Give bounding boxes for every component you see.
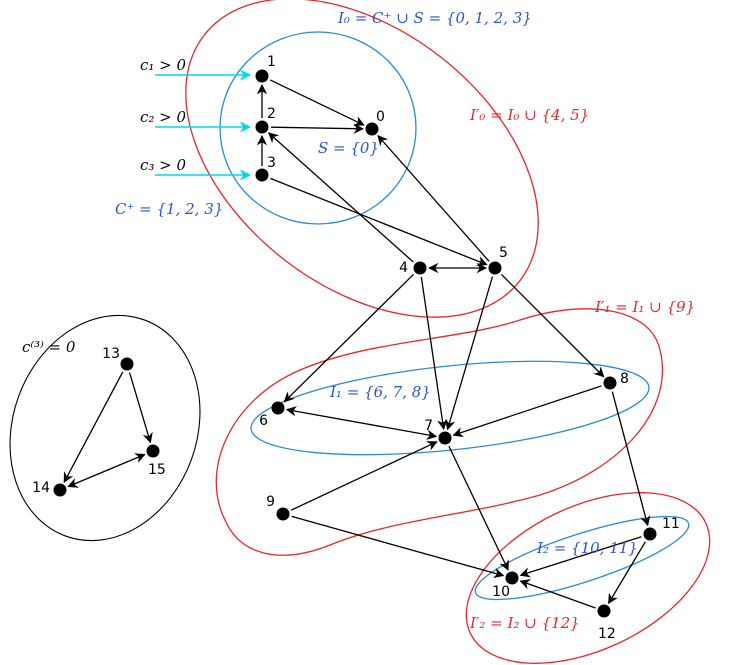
i0-region bbox=[219, 31, 417, 225]
edge-1-0 bbox=[269, 79, 365, 126]
annotation-i1-prime: I′₁ = I₁ ∪ {9} bbox=[594, 298, 695, 316]
node-label-2: 2 bbox=[267, 106, 276, 122]
node-label-11: 11 bbox=[662, 516, 680, 532]
node-label-8: 8 bbox=[620, 371, 629, 387]
edge-9-7 bbox=[290, 441, 438, 511]
edge-13-15 bbox=[128, 372, 153, 444]
node-0 bbox=[365, 122, 379, 136]
annotation-c-plus: C⁺ = {1, 2, 3} bbox=[115, 200, 223, 218]
edge-4-2 bbox=[267, 132, 414, 263]
node-label-0: 0 bbox=[376, 109, 385, 125]
edge-5-0 bbox=[377, 134, 490, 262]
node-11 bbox=[643, 527, 657, 541]
node-13 bbox=[120, 357, 134, 371]
input-label-c2: c₂ > 0 bbox=[140, 108, 187, 126]
i2-region bbox=[474, 515, 690, 601]
input-label-c1: c₁ > 0 bbox=[140, 56, 187, 74]
edges bbox=[63, 79, 651, 609]
component-13-15-region bbox=[9, 314, 201, 542]
node-label-4: 4 bbox=[399, 260, 408, 276]
annotations: I₀ = C⁺ ∪ S = {0, 1, 2, 3} I′₀ = I₀ ∪ {4… bbox=[22, 9, 695, 632]
edge-13-14 bbox=[63, 371, 124, 483]
node-label-12: 12 bbox=[598, 626, 616, 642]
node-label-3: 3 bbox=[267, 155, 276, 171]
node-2 bbox=[255, 120, 269, 134]
node-label-13: 13 bbox=[102, 346, 120, 362]
node-4 bbox=[413, 261, 427, 275]
node-14 bbox=[53, 483, 67, 497]
i1-region bbox=[250, 360, 650, 456]
node-9 bbox=[276, 507, 290, 521]
annotation-i0-prime: I′₀ = I₀ ∪ {4, 5} bbox=[469, 106, 589, 124]
edge-8-7 bbox=[452, 385, 602, 438]
edge-7-10 bbox=[448, 445, 509, 571]
annotation-i2-prime: I′₂ = I₂ ∪ {12} bbox=[469, 614, 580, 632]
input-label-c3: c₃ > 0 bbox=[140, 156, 187, 174]
input-arrows bbox=[155, 69, 252, 181]
edge-5-8 bbox=[500, 273, 605, 378]
node-label-6: 6 bbox=[259, 413, 268, 429]
annotation-c3: c⁽³⁾ = 0 bbox=[22, 338, 76, 356]
edge-11-12 bbox=[608, 541, 646, 605]
annotation-i1: I₁ = {6, 7, 8} bbox=[329, 383, 431, 401]
node-label-5: 5 bbox=[499, 245, 508, 261]
node-label-7: 7 bbox=[424, 418, 433, 434]
node-label-9: 9 bbox=[266, 494, 275, 510]
edge-12-10 bbox=[519, 579, 596, 609]
node-7 bbox=[438, 431, 452, 445]
edge-4-6 bbox=[283, 273, 415, 403]
edge-6-7 bbox=[285, 406, 438, 440]
node-8 bbox=[603, 376, 617, 390]
input-labels: c₁ > 0 c₂ > 0 c₃ > 0 bbox=[140, 56, 187, 174]
annotation-i2: I₂ = {10, 11} bbox=[536, 539, 638, 557]
edge-5-7 bbox=[445, 276, 494, 431]
node-12 bbox=[597, 604, 611, 618]
edge-2-0 bbox=[270, 123, 365, 134]
node-5 bbox=[488, 261, 502, 275]
edge-14-15 bbox=[67, 453, 146, 488]
i2-prime-region bbox=[465, 492, 711, 664]
node-label-10: 10 bbox=[492, 584, 510, 600]
i0-prime-region bbox=[185, 0, 539, 318]
node-10 bbox=[505, 571, 519, 585]
node-3 bbox=[255, 168, 269, 182]
node-1 bbox=[255, 69, 269, 83]
edge-3-5 bbox=[270, 177, 488, 267]
edge-9-10 bbox=[291, 515, 505, 579]
i1-prime-region bbox=[215, 308, 664, 556]
edge-8-11 bbox=[611, 391, 651, 527]
node-6 bbox=[271, 401, 285, 415]
annotation-i0: I₀ = C⁺ ∪ S = {0, 1, 2, 3} bbox=[337, 9, 532, 27]
annotation-s-set: S = {0} bbox=[318, 139, 379, 157]
edge-4-7 bbox=[420, 276, 448, 431]
node-label-1: 1 bbox=[267, 54, 276, 70]
node-label-14: 14 bbox=[32, 480, 50, 496]
node-15 bbox=[146, 444, 160, 458]
node-label-15: 15 bbox=[148, 462, 166, 478]
edge-11-10 bbox=[519, 536, 642, 578]
